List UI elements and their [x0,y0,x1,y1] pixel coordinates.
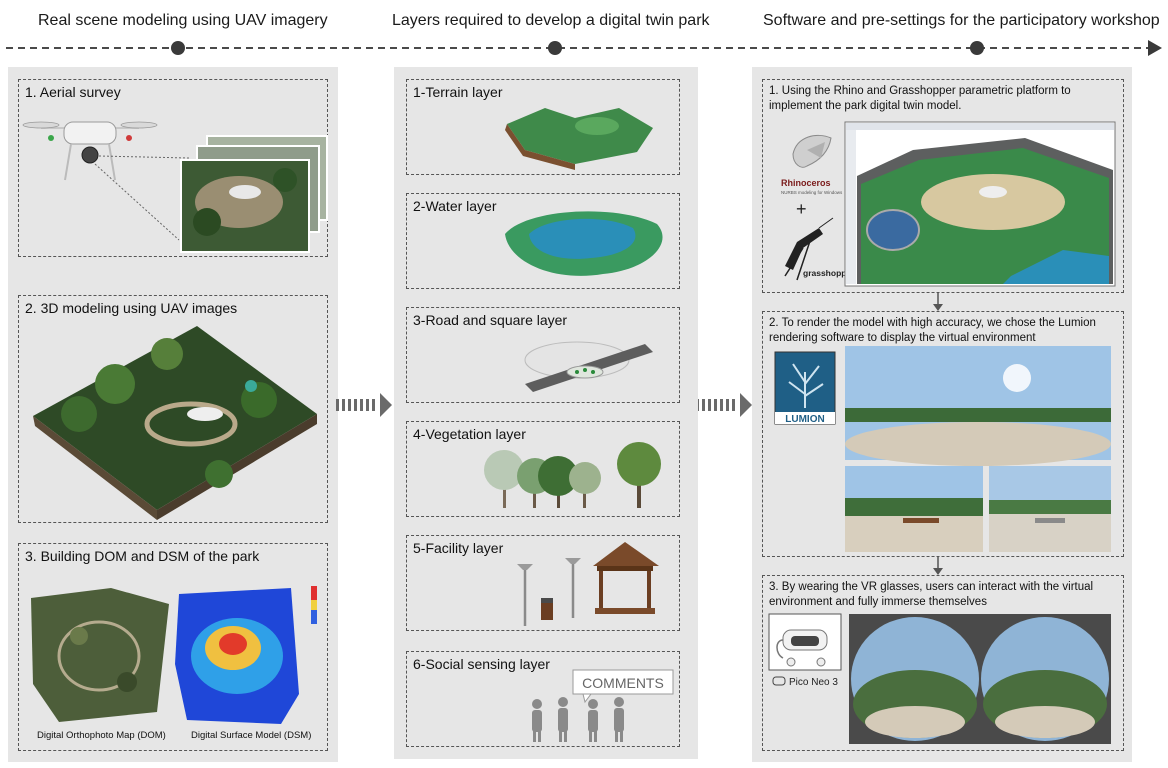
panel-uav-modeling: 1. Aerial survey 2 [8,67,338,762]
road-square-layer-label: 3-Road and square layer [413,312,568,328]
lumion-render-left [845,466,983,552]
timeline-node-1 [171,41,185,55]
box-facility-layer: 5-Facility layer [406,535,680,631]
terrain-layer-illustration [505,108,653,170]
facility-layer-label: 5-Facility layer [413,540,504,556]
timeline [6,40,1162,56]
timeline-node-2 [548,41,562,55]
terrain-layer-label: 1-Terrain layer [413,84,503,100]
step2-text: 2. To render the model with high accurac… [769,317,1096,345]
rhino-logo: Rhinoceros [781,178,831,188]
social-sensing-illustration: COMMENTS [532,669,674,742]
dsm-caption: Digital Surface Model (DSM) [191,730,312,741]
rhino-viewport [844,121,1116,287]
stage-title-1: Real scene modeling using UAV imagery [38,12,328,29]
rhino-icon [792,134,832,168]
comments-tag: COMMENTS [582,675,664,691]
rhino-grasshopper-illustration: Rhinoceros NURBS modeling for Windows + … [781,121,1116,287]
lumion-logo-box [774,351,836,425]
panel-digital-twin-layers: 1-Terrain layer 2-Water layer 3-Road and… [394,67,698,759]
vr-device-label: Pico Neo 3 [789,677,838,688]
box-rhino-grasshopper: 1. Using the Rhino and Grasshopper param… [762,79,1124,293]
lumion-render-right [989,466,1111,552]
vegetation-layer-label: 4-Vegetation layer [413,426,526,442]
connector-arrow-2 [933,557,943,575]
box-3d-modeling: 2. 3D modeling using UAV images [18,295,328,523]
box-vr: 3. By wearing the VR glasses, users can … [762,575,1124,751]
rhino-tagline: NURBS modeling for Windows [781,190,843,195]
vr-headset-icon [776,629,828,667]
lumion-illustration: LUMION [774,346,1111,552]
water-layer-illustration [505,211,663,276]
comments-box [572,669,674,695]
flow-arrow-icon [336,393,392,417]
step3-text: 3. By wearing the VR glasses, users can … [769,581,1094,609]
timeline-node-3 [970,41,984,55]
person-silhouette-icon [532,697,624,742]
uav-3d-model [33,326,317,520]
vegetation-layer-illustration [484,442,661,508]
dom-dsm-maps [31,586,317,724]
panel-software-presettings: 1. Using the Rhino and Grasshopper param… [752,67,1132,762]
box-lumion: 2. To render the model with high accurac… [762,311,1124,557]
dom-dsm-label: 3. Building DOM and DSM of the park [25,548,260,564]
grasshopper-icon [784,217,834,281]
step1-text: 1. Using the Rhino and Grasshopper param… [769,85,1071,113]
box-water-layer: 2-Water layer [406,193,680,289]
modeling-3d-label: 2. 3D modeling using UAV images [25,300,238,316]
box-road-square-layer: 3-Road and square layer [406,307,680,403]
tree-group [484,442,661,508]
stage-title-3: Software and pre-settings for the partic… [763,12,1160,29]
aerial-survey-label: 1. Aerial survey [25,84,121,100]
box-aerial-survey: 1. Aerial survey [18,79,328,257]
facility-layer-illustration [517,542,659,626]
timeline-arrowhead [1148,40,1162,56]
plus-sign: + [796,199,807,219]
road-square-layer-illustration [524,341,653,392]
grasshopper-logo: grasshopper [803,268,855,278]
vr-stereo-view [849,614,1111,744]
dom-map [31,588,169,722]
stage-title-2: Layers required to develop a digital twi… [392,12,710,29]
aerial-survey-illustration [22,121,328,253]
dom-caption: Digital Orthophoto Map (DOM) [37,730,166,741]
lumion-panorama [845,346,1111,466]
connector-arrow-1 [933,293,943,311]
social-sensing-layer-label: 6-Social sensing layer [413,656,550,672]
flow-arrow-icon [696,393,752,417]
drone-icon [22,121,158,181]
box-social-sensing-layer: 6-Social sensing layer COMMENTS [406,651,680,747]
box-terrain-layer: 1-Terrain layer [406,79,680,175]
water-layer-label: 2-Water layer [413,198,497,214]
lumion-logo: LUMION [785,414,824,425]
box-dom-dsm: 3. Building DOM and DSM of the park Digi… [18,543,328,751]
vr-illustration: Pico Neo 3 [768,613,1111,744]
box-vegetation-layer: 4-Vegetation layer [406,421,680,517]
